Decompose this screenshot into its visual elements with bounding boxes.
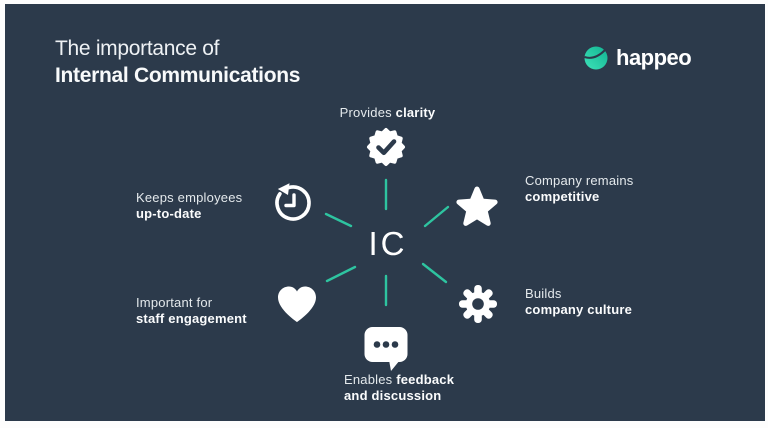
spoke-line-southwest [325, 265, 357, 283]
heart-icon [278, 286, 316, 322]
hub-label: IC [368, 225, 408, 262]
speech-bubble-icon [364, 327, 408, 371]
slide: The importance of Internal Communication… [5, 4, 765, 421]
label-provides-clarity: Provides clarity [315, 105, 460, 121]
label-company-competitive: Company remains competitive [525, 173, 634, 204]
label-company-competitive-line2: competitive [525, 188, 600, 204]
title-line-1: The importance of [55, 37, 220, 60]
label-company-culture-line2: company culture [525, 301, 633, 317]
clock-history-icon [275, 183, 311, 221]
spoke-line-southeast [421, 262, 448, 284]
spoke-line-northeast [423, 205, 450, 228]
label-staff-engagement-line1: Important for [136, 295, 213, 310]
label-enables-feedback: Enables feedback and discussion [344, 372, 454, 403]
label-enables-feedback-line2: and discussion [344, 387, 442, 403]
happeo-logo-icon [584, 46, 608, 70]
label-up-to-date-line1: Keeps employees [136, 190, 243, 205]
label-up-to-date: Keeps employees up-to-date [136, 190, 242, 221]
gear-icon [459, 285, 497, 323]
label-staff-engagement-line2: staff engagement [136, 310, 247, 326]
happeo-logo: happeo [583, 45, 692, 71]
happeo-logo-text: happeo [616, 45, 692, 70]
label-company-competitive-line1: Company remains [525, 173, 634, 188]
label-up-to-date-line2: up-to-date [136, 205, 202, 221]
label-provides-clarity-bold: clarity [395, 105, 436, 120]
connector-lines [324, 178, 450, 307]
label-company-culture-line1: Builds [525, 286, 562, 301]
label-enables-feedback-bold: feedback [396, 372, 455, 387]
star-icon [456, 186, 498, 226]
title-line-2: Internal Communications [55, 64, 301, 87]
label-enables-feedback-regular: Enables [344, 372, 393, 387]
label-enables-feedback-line1: Enables feedback [344, 372, 454, 388]
badge-check-icon [367, 128, 405, 166]
label-staff-engagement: Important for staff engagement [136, 295, 247, 326]
slide-title: The importance of Internal Communication… [55, 35, 300, 89]
label-company-culture: Builds company culture [525, 286, 632, 317]
label-provides-clarity-regular: Provides [339, 105, 392, 120]
spoke-line-northwest [324, 212, 353, 228]
